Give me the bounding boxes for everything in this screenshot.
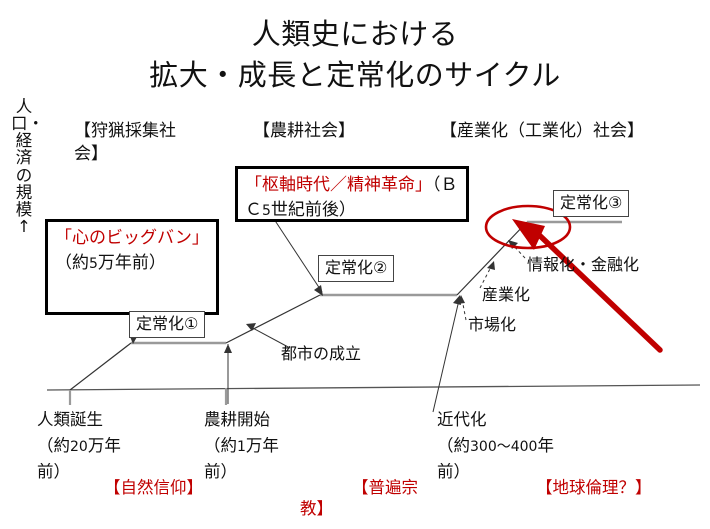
tl2-suffix: 年 <box>537 436 554 456</box>
red-label-nature-worship: 【自然信仰】 <box>104 478 203 497</box>
stationary-phase-1-label: 定常化① <box>129 311 206 338</box>
leader-industrialization-arrowhead <box>487 261 495 270</box>
callout-axial-age-prefix: （ＢＣ <box>245 175 458 220</box>
tl2-prefix: （約 <box>437 436 470 456</box>
leader-city-formation-arrowhead <box>246 323 256 331</box>
label-informatization: 情報化・金融化 <box>527 255 640 274</box>
red-label-universal-religion: 【普遍宗 教】 <box>300 477 418 520</box>
tl1-prefix: （約 <box>204 436 237 456</box>
title-line-2: 拡大・成長と定常化のサイクル <box>149 58 561 93</box>
era-label-agricultural: 【農耕社会】 <box>253 121 355 141</box>
timeline-modernization-tail: 前） <box>437 462 470 482</box>
red-arrow-shaft <box>533 229 663 353</box>
red-label-earth-ethics: 【地球倫理？】 <box>536 478 652 497</box>
leader-informatization-arrowhead <box>508 240 518 249</box>
label-city-formation: 都市の成立 <box>281 344 362 363</box>
curve-rise-1 <box>69 342 132 391</box>
y-axis-label: 人口・経済の規模↑ <box>11 97 44 237</box>
callout-mind-big-bang-prefix: （約 <box>55 252 89 273</box>
timeline-agriculture-start-sub: （約1万年 <box>204 433 279 459</box>
timeline-agriculture-start: 農耕開始 （約1万年 前） <box>204 407 279 485</box>
timeline-modernization: 近代化 （約300〜400年 前） <box>437 407 554 485</box>
timeline-modernization-sub: （約300〜400年 <box>437 433 554 459</box>
leader-axial-age-arrowhead <box>314 285 323 296</box>
page-title: 人類史における 拡大・成長と定常化のサイクル <box>0 14 710 96</box>
stationary-phase-3-label: 定常化③ <box>553 190 630 217</box>
leader-marketization-arrowhead <box>457 295 465 304</box>
leader-axial-age <box>271 215 323 293</box>
callout-mind-big-bang-suffix: 万年前） <box>97 252 166 273</box>
leader-informatization <box>510 242 526 259</box>
label-industrialization: 産業化 <box>482 285 531 304</box>
callout-axial-age-suffix: 世紀前後） <box>270 199 356 220</box>
callout-mind-big-bang: 「心のビッグバン」 （約5万年前） <box>45 219 219 315</box>
tl0-suffix: 万年 <box>87 436 121 456</box>
callout-axial-age: 「枢軸時代／精神革命」（ＢＣ5世紀前後） <box>235 166 469 222</box>
leader-marketization <box>461 298 467 321</box>
label-marketization: 市場化 <box>468 315 517 334</box>
tl1-suffix: 万年 <box>245 436 279 456</box>
stationary-phase-2-label: 定常化② <box>318 255 395 282</box>
tl0-number: 20 <box>70 439 88 456</box>
timeline-human-birth-tail: 前） <box>37 462 70 482</box>
tl2-number: 300〜400 <box>470 439 538 456</box>
red-label-universal-religion-line2: 教】 <box>300 499 333 519</box>
red-label-universal-religion-line1: 【普遍宗 <box>352 478 418 497</box>
red-arrow-head <box>512 219 545 250</box>
callout-axial-age-number: 5 <box>262 202 271 219</box>
era-label-industrial: 【産業化（工業化）社会】 <box>440 121 644 141</box>
timeline-human-birth-sub: （約20万年 <box>37 433 121 459</box>
curve-rise-2 <box>225 294 321 344</box>
tl0-prefix: （約 <box>37 436 70 456</box>
timeline-agriculture-start-tail: 前） <box>204 462 237 482</box>
timeline-agriculture-start-title: 農耕開始 <box>204 410 270 429</box>
tl1-number: 1 <box>237 439 246 456</box>
timeline-human-birth: 人類誕生 （約20万年 前） <box>37 407 121 485</box>
time-axis-baseline <box>46 384 701 391</box>
leader-modern-arrowhead <box>453 295 461 305</box>
timeline-modernization-title: 近代化 <box>437 410 487 429</box>
callout-mind-big-bang-red: 「心のビッグバン」 <box>55 228 209 248</box>
leader-modern-vertical <box>432 299 460 413</box>
callout-mind-big-bang-number: 5 <box>89 255 98 272</box>
era-label-hunter-gatherer: 【狩猟採集社会】 <box>74 121 176 164</box>
callout-axial-age-red: 「枢軸時代／精神革命」 <box>245 175 432 195</box>
leader-agri-tick-arrowhead <box>224 344 232 353</box>
title-line-1: 人類史における <box>251 17 459 51</box>
timeline-human-birth-title: 人類誕生 <box>37 410 103 429</box>
